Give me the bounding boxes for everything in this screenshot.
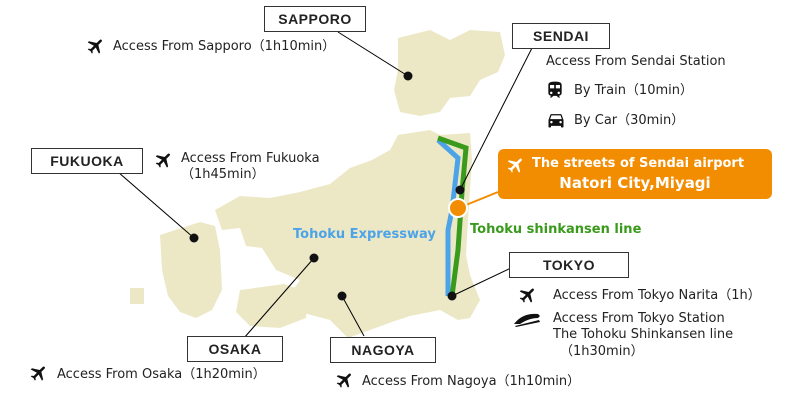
by-train-time: By Train（10min）: [574, 83, 693, 98]
leader-fukuoka: [117, 171, 195, 239]
city-label-osaka: OSAKA: [187, 336, 283, 362]
access-from-fukuoka: Access From Fukuoka: [181, 151, 320, 166]
leader-tokyo: [451, 266, 514, 297]
city-label-fukuoka: FUKUOKA: [31, 148, 143, 174]
city-label-sapporo: SAPPORO: [264, 6, 366, 32]
plane-icon: [155, 153, 170, 168]
dot-fukuoka: [189, 233, 199, 243]
leader-sendai: [459, 47, 533, 191]
city-label-tokyo: TOKYO: [509, 252, 629, 278]
dot-tokyo: [447, 291, 457, 301]
tohoku-shinkansen-line-text: The Tohoku Shinkansen line: [553, 327, 734, 342]
plane-icon: [336, 373, 351, 388]
dot-sendai-airport: [448, 198, 468, 218]
plane-icon: [519, 288, 534, 303]
tohoku-expressway-label: Tohoku Expressway: [293, 227, 436, 242]
plane-icon: [507, 158, 522, 173]
by-car-time: By Car（30min）: [574, 113, 685, 128]
access-from-sendai-station: Access From Sendai Station: [546, 54, 726, 69]
plane-icon: [30, 366, 45, 381]
sendai-airport-callout: The streets of Sendai airport Natori Cit…: [498, 149, 772, 199]
honshu-landmass: [215, 130, 480, 338]
car-icon: [548, 114, 564, 128]
leader-nagoya: [341, 295, 365, 337]
access-from-fukuoka-time: （1h45min）: [181, 167, 265, 182]
kyushu-landmass: [160, 222, 222, 318]
dot-sapporo: [403, 71, 413, 81]
access-from-osaka: Access From Osaka（1h20min）: [57, 367, 266, 382]
access-from-nagoya: Access From Nagoya（1h10min）: [362, 374, 581, 389]
train-icon: [548, 81, 562, 98]
tohoku-shinkansen-label: Tohoku shinkansen line: [470, 222, 642, 237]
airport-location: Natori City,Miyagi: [559, 174, 711, 192]
plane-icon: [87, 39, 102, 54]
access-from-tokyo-narita: Access From Tokyo Narita（1h）: [553, 288, 761, 303]
leader-osaka: [243, 257, 315, 339]
dot-nagoya: [337, 291, 347, 301]
access-from-tokyo-station: Access From Tokyo Station: [553, 311, 725, 326]
city-label-nagoya: NAGOYA: [330, 337, 436, 363]
tohoku-shinkansen-time: （1h30min）: [560, 344, 644, 359]
airport-title: The streets of Sendai airport: [532, 156, 745, 171]
leader-sapporo: [337, 31, 409, 77]
hokkaido-landmass: [394, 30, 505, 116]
shinkansen-icon: [514, 313, 540, 327]
dot-sendai: [455, 185, 465, 195]
access-from-sapporo: Access From Sapporo（1h10min）: [113, 39, 336, 54]
leader-airport: [465, 191, 499, 206]
small-island: [130, 288, 144, 304]
city-label-sendai: SENDAI: [512, 23, 610, 49]
dot-osaka: [309, 253, 319, 263]
